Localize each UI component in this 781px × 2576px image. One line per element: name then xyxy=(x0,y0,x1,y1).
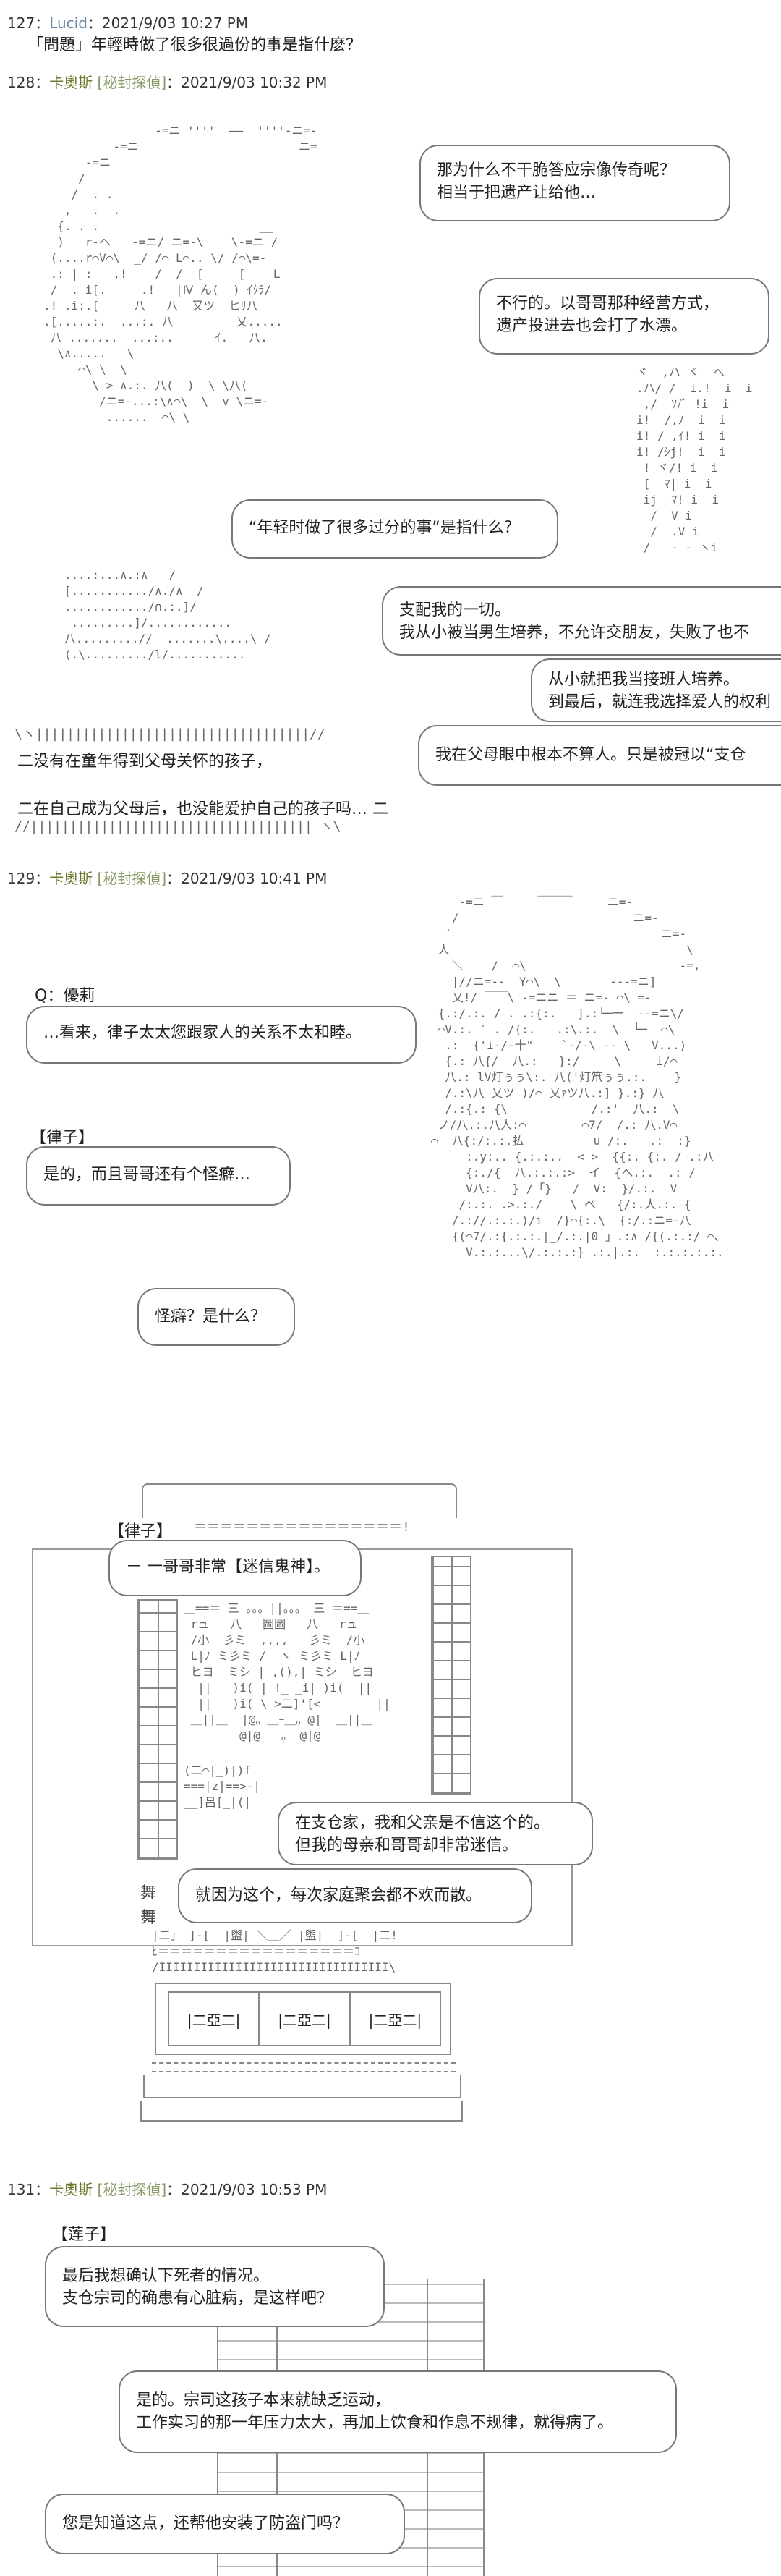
drawer: |二亞二| xyxy=(169,1993,260,2045)
bubble-line: 就因为这个，每次家庭聚会都不欢而散。 xyxy=(195,1886,482,1905)
bubble-line: 那为什么不干脆答应宗像传奇呢？ xyxy=(437,161,676,179)
bubble-line: 我从小被当男生培养，不允许交朋友，失败了也不 xyxy=(399,624,750,642)
bubble-line: 我在父母眼中根本不算人。只是被冠以“支仓 xyxy=(435,746,746,764)
bubble-line: － 一哥哥非常【迷信鬼神】。 xyxy=(126,1558,330,1576)
base-step-1 xyxy=(143,2075,461,2098)
bubble-line: 到最后，就连我选择爱人的权利 xyxy=(548,693,772,711)
speaker-label-yuri: Q：優莉 xyxy=(35,987,95,1005)
banner-top-lines: \ヽ|||||||||||||||||||||||||||||||||||// xyxy=(14,726,325,742)
ascii-art-character-128: -=ニ '''' ―― ''''-ニ=- -=ニ ニ= -=ニ / / . . … xyxy=(43,124,317,424)
post-datetime: 2021/9/03 10:41 PM xyxy=(181,870,328,887)
post-body-127: 「問題」年輕時做了很多很過份的事是指什麽？ xyxy=(27,36,362,54)
poster-name[interactable]: 卡奧斯 xyxy=(49,74,93,91)
speech-bubble-yuri-1: …看来，律子太太您跟家人的关系不太和睦。 xyxy=(26,1006,417,1064)
speech-bubble-renko-3: 您是知道这点，还帮他安装了防盗门吗？ xyxy=(45,2494,405,2554)
post-datetime: 2021/9/03 10:32 PM xyxy=(181,74,328,91)
post-number: 131 xyxy=(7,2181,35,2198)
post-number: 129 xyxy=(7,870,35,887)
ascii-art-character-right: ヾ ,ハ ヾ ヘ .ハ/ / i.! i i ,/ ｿ/ﾞ !i i i! /,… xyxy=(636,365,753,554)
bubble-line: “年轻时做了很多过分的事”是指什么？ xyxy=(249,519,520,537)
bubble-line: 是的，而且哥哥还有个怪癖… xyxy=(43,1166,251,1184)
speech-bubble-5: 从小就把我当接班人培养。 到最后，就连我选择爱人的权利 xyxy=(531,658,781,722)
speech-bubble-renko-1: 最后我想确认下死者的情况。 支仓宗司的确患有心脏病，是这样吧？ xyxy=(45,2246,385,2327)
offering-box xyxy=(155,1983,451,2055)
bubble-line: 在支仓家，我和父亲是不信这个的。 xyxy=(295,1814,550,1832)
shrine-roof-line: ＝＝＝＝＝＝＝＝＝＝＝＝＝＝＝＝! xyxy=(194,1520,410,1535)
banner-line-1: 二没有在童年得到父母关怀的孩子， xyxy=(17,753,273,771)
side-kanji-1: 舞 xyxy=(140,1884,157,1902)
post-header-131: 131：卡奧斯 [秘封探偵]：2021/9/03 10:53 PM xyxy=(7,2181,328,2198)
poster-name[interactable]: 卡奧斯 xyxy=(49,2181,93,2198)
ascii-art-character-128-lower: ....:...∧.:∧ / [.........../∧./∧ / .....… xyxy=(64,568,271,661)
shrine-altar-art: ＿==＝ 三 。。。||。。。 三 ＝==＿ rュ 八 圖圖 八 rュ /小 彡… xyxy=(184,1601,390,1742)
poster-name[interactable]: 卡奧斯 xyxy=(49,870,93,887)
shrine-lattice-right xyxy=(431,1556,471,1795)
banner-bottom-lines: //|||||||||||||||||||||||||||||||||||| ヽ… xyxy=(14,819,341,834)
offering-drawers: |二亞二| |二亞二| |二亞二| xyxy=(168,1991,441,2046)
speech-bubble-shrine-1: － 一哥哥非常【迷信鬼神】。 xyxy=(108,1540,362,1596)
speaker-label-ritsuko-shrine: 【律子】 xyxy=(108,1522,173,1541)
post-datetime: 2021/9/03 10:53 PM xyxy=(181,2181,328,2198)
bubble-line: 工作实习的那一年压力太大，再加上饮食和作息不规律，就得病了。 xyxy=(136,2414,614,2432)
post-datetime: 2021/9/03 10:27 PM xyxy=(101,14,249,32)
post-header-129: 129：卡奧斯 [秘封探偵]：2021/9/03 10:41 PM xyxy=(7,870,328,887)
bubble-line: 怪癖？是什么？ xyxy=(155,1308,267,1326)
speech-bubble-6: 我在父母眼中根本不算人。只是被冠以“支仓 xyxy=(418,725,781,786)
shrine-base-art: |二」 ]-[ |盥| ＼＿／ |盥| ]-[ |二! ﾋ＝＝＝＝＝＝＝＝＝＝＝… xyxy=(152,1928,398,1974)
post-header-128: 128：卡奧斯 [秘封探偵]：2021/9/03 10:32 PM xyxy=(7,74,328,91)
bubble-line: 相当于把遗产让给他… xyxy=(437,184,597,202)
speech-bubble-1: 那为什么不干脆答应宗像传奇呢？ 相当于把遗产让给他… xyxy=(419,145,730,221)
drawer: |二亞二| xyxy=(260,1993,351,2045)
post-number: 127 xyxy=(7,14,35,32)
poster-trip: [秘封探偵] xyxy=(97,74,167,91)
banner-line-2: 二在自己成为父母后，也没能爱护自己的孩子吗… 二 xyxy=(17,800,388,818)
shrine-lattice-left xyxy=(137,1599,178,1860)
speech-bubble-2: 不行的。以哥哥那种经营方式， 遗产投进去也会打了水漂。 xyxy=(479,278,769,355)
bubble-line: 但我的母亲和哥哥却非常迷信。 xyxy=(295,1836,518,1855)
base-dash-1 xyxy=(152,2062,456,2064)
side-kanji-2: 舞 xyxy=(140,1909,157,1927)
bubble-line: 从小就把我当接班人培养。 xyxy=(548,671,740,689)
bubble-line: 支仓宗司的确患有心脏病，是这样吧？ xyxy=(62,2289,333,2308)
drawer: |二亞二| xyxy=(368,2011,422,2029)
shrine-altar-art-lower: (二⌒|_)|)f ===|z|==>-| __]呂[_|(| xyxy=(184,1763,260,1809)
bubble-line: 遗产投进去也会打了水漂。 xyxy=(496,317,688,335)
speaker-label-renko: 【莲子】 xyxy=(52,2226,116,2244)
poster-trip: [秘封探偵] xyxy=(97,2181,167,2198)
base-dash-2 xyxy=(152,2071,456,2072)
speech-bubble-renko-2: 是的。宗司这孩子本来就缺乏运动， 工作实习的那一年压力太大，再加上饮食和作息不规… xyxy=(119,2370,677,2453)
speech-bubble-4: 支配我的一切。 我从小被当男生培养，不允许交朋友，失败了也不 xyxy=(382,586,781,656)
bubble-line: 支配我的一切。 xyxy=(399,601,511,619)
bubble-line: 是的。宗司这孩子本来就缺乏运动， xyxy=(136,2391,391,2410)
shrine-roof xyxy=(142,1483,457,1518)
base-step-2 xyxy=(140,2101,463,2122)
speech-bubble-ritsuko-1: 是的，而且哥哥还有个怪癖… xyxy=(26,1146,291,1206)
speech-bubble-shrine-3: 就因为这个，每次家庭聚会都不欢而散。 xyxy=(178,1868,532,1923)
speaker-label-ritsuko: 【律子】 xyxy=(30,1129,95,1147)
post-header-127: 127：Lucid：2021/9/03 10:27 PM xyxy=(7,14,249,32)
bubble-line: 您是知道这点，还帮他安装了防盗门吗？ xyxy=(62,2514,349,2533)
ascii-art-ritsuko: -=ニ ￣ ￣￣￣ ニ=- / ニ=- ′ ニ=- 人 \ ＼ / ⌒\ -=,… xyxy=(431,895,726,1259)
bubble-line: 最后我想确认下死者的情况。 xyxy=(62,2267,270,2285)
poster-name[interactable]: Lucid xyxy=(49,14,88,32)
speech-bubble-shrine-2: 在支仓家，我和父亲是不信这个的。 但我的母亲和哥哥却非常迷信。 xyxy=(278,1802,593,1865)
bubble-line: 不行的。以哥哥那种经营方式， xyxy=(496,295,720,313)
bubble-line: …看来，律子太太您跟家人的关系不太和睦。 xyxy=(43,1024,362,1042)
speech-bubble-yuri-2: 怪癖？是什么？ xyxy=(137,1288,295,1346)
speech-bubble-3: “年轻时做了很多过分的事”是指什么？ xyxy=(231,499,558,559)
post-number: 128 xyxy=(7,74,35,91)
poster-trip: [秘封探偵] xyxy=(97,870,167,887)
